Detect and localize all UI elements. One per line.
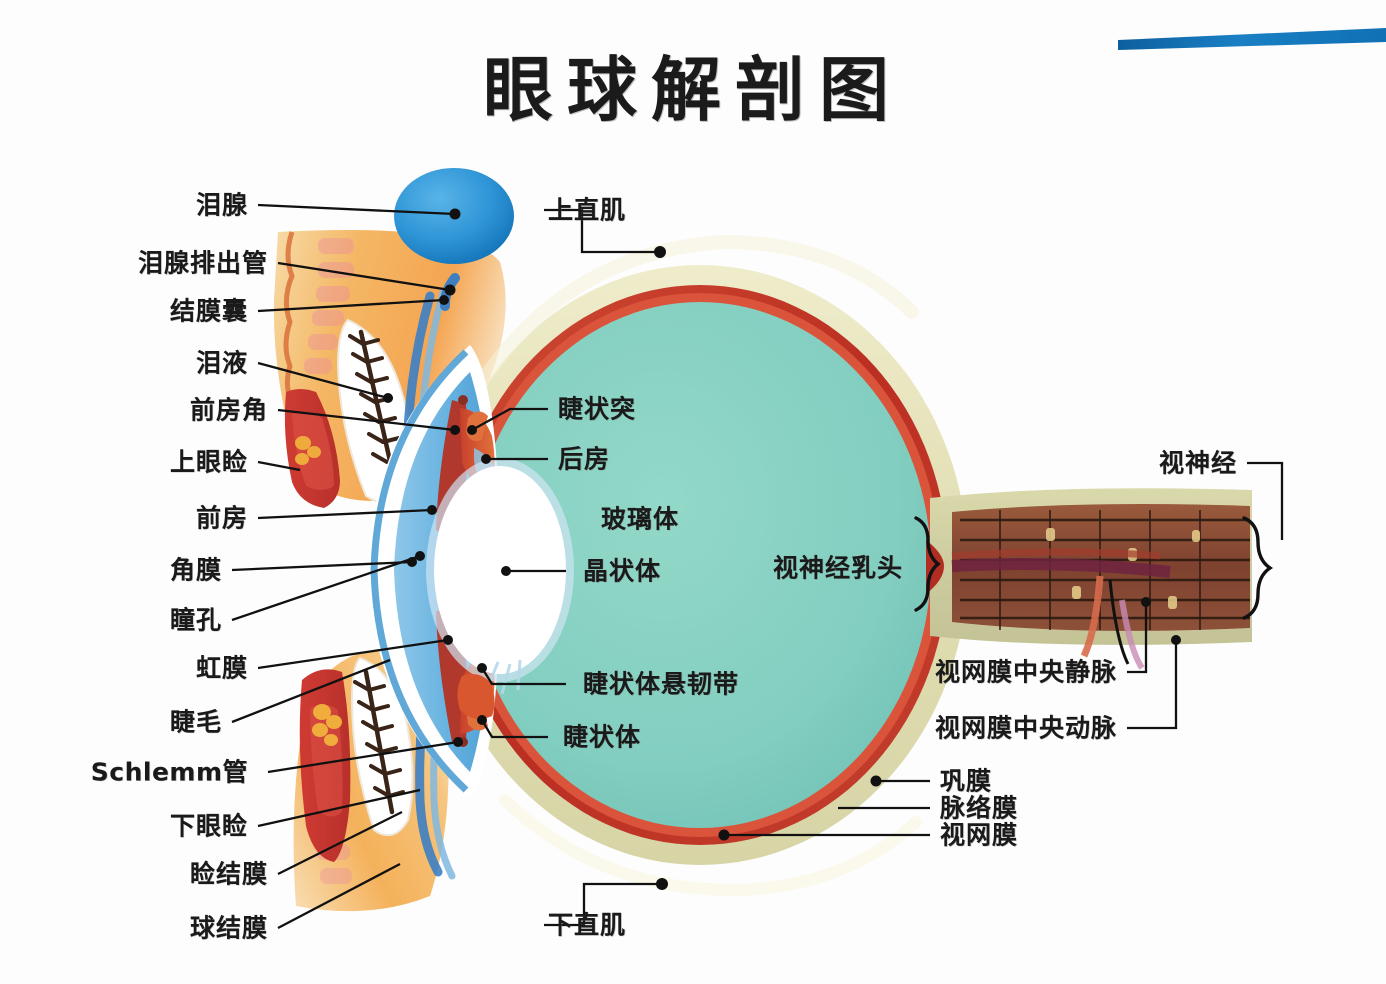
label-lower-eyelid: 下眼睑 bbox=[169, 811, 248, 841]
corner-accent-bar bbox=[1118, 28, 1386, 50]
label-posterior-chamber: 后房 bbox=[558, 444, 611, 474]
anterior-segment bbox=[368, 345, 574, 798]
optic-nerve-group bbox=[926, 488, 1252, 670]
label-vitreous-body: 玻璃体 bbox=[601, 504, 680, 534]
label-upper-eyelid: 上眼睑 bbox=[169, 447, 248, 477]
eyeball-globe bbox=[432, 234, 968, 897]
leader-lines bbox=[231, 203, 1284, 930]
label-anterior-chamber: 前房 bbox=[195, 503, 248, 533]
label-lens: 晶状体 bbox=[583, 556, 662, 586]
label-inferior-rectus: 下直肌 bbox=[548, 910, 627, 940]
label-central-retinal-artery: 视网膜中央动脉 bbox=[934, 713, 1117, 743]
label-ciliary-body: 睫状体 bbox=[563, 722, 642, 752]
label-iris: 虹膜 bbox=[195, 653, 248, 683]
page-title: 眼球解剖图 bbox=[483, 48, 903, 131]
label-zonule-of-zinn: 睫状体悬韧带 bbox=[583, 669, 740, 699]
label-schlemm-canal: Schlemm管 bbox=[90, 757, 248, 787]
label-bulbar-conjunctiva: 球结膜 bbox=[189, 913, 268, 943]
label-superior-rectus: 上直肌 bbox=[548, 195, 627, 225]
label-eyelash: 睫毛 bbox=[169, 707, 222, 737]
label-lacrimal-gland: 泪腺 bbox=[195, 190, 248, 220]
label-conjunctival-sac: 结膜囊 bbox=[169, 296, 248, 326]
lens-shape bbox=[434, 466, 566, 674]
label-palpebral-conjunctiva: 睑结膜 bbox=[189, 859, 268, 889]
label-retina: 视网膜 bbox=[940, 820, 1019, 850]
label-lacrimal-duct: 泪腺排出管 bbox=[137, 248, 268, 278]
brace-marks bbox=[914, 516, 1274, 620]
label-optic-nerve: 视神经 bbox=[1158, 448, 1237, 478]
label-ciliary-process: 睫状突 bbox=[558, 394, 637, 424]
label-pupil: 瞳孔 bbox=[169, 605, 222, 635]
label-sclera: 巩膜 bbox=[940, 766, 993, 796]
label-anterior-chamber-angle: 前房角 bbox=[189, 395, 268, 425]
label-central-retinal-vein: 视网膜中央静脉 bbox=[934, 657, 1117, 687]
label-optic-disc: 视神经乳头 bbox=[772, 553, 903, 583]
label-choroid: 脉络膜 bbox=[940, 793, 1019, 823]
label-cornea: 角膜 bbox=[169, 555, 222, 585]
leader-endpoints bbox=[383, 208, 1181, 890]
label-tears: 泪液 bbox=[195, 348, 248, 378]
